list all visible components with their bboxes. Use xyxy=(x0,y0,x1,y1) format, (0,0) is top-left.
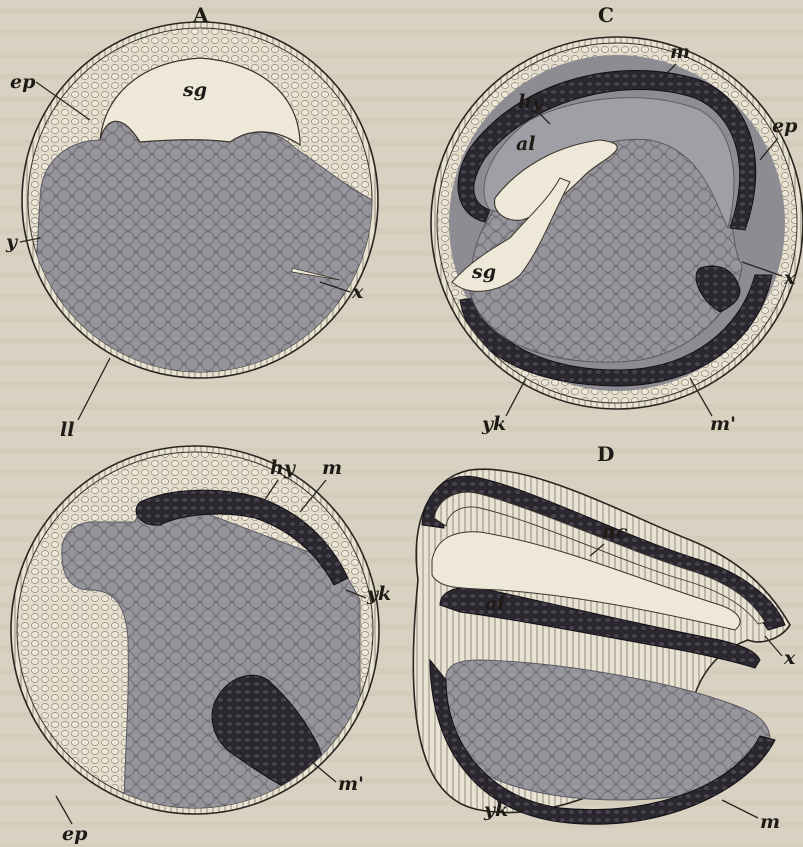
panel-c-title: C xyxy=(598,3,614,27)
panel-b-label-yk: yk xyxy=(366,583,391,605)
panel-c-label-m-prime: m' xyxy=(710,413,736,435)
panel-c-label-ep: ep xyxy=(772,115,798,137)
panel-d-label-al: al xyxy=(485,593,505,615)
panel-d-label-nc: nc xyxy=(602,521,628,543)
panel-c-label-hy: hy xyxy=(518,91,545,113)
panel-a-label-ll: ll xyxy=(60,419,74,441)
panel-d-label-yk: yk xyxy=(483,799,508,821)
panel-c-label-m: m xyxy=(670,41,690,63)
panel-a-label-ep: ep xyxy=(10,71,36,93)
panel-c-label-sg: sg xyxy=(471,261,496,283)
panel-a-label-sg: sg xyxy=(182,79,207,101)
panel-d-label-m: m xyxy=(760,811,780,833)
panel-a-label-y: y xyxy=(5,231,19,253)
panel-c-label-x: x xyxy=(783,267,796,289)
panel-b-label-m-prime: m' xyxy=(338,773,364,795)
panel-c-label-yk: yk xyxy=(481,413,506,435)
panel-d-label-x: x xyxy=(783,647,796,669)
panel-b-label-hy: hy xyxy=(270,457,297,479)
panel-a-label-x: x xyxy=(351,281,364,303)
panel-b-label-m: m xyxy=(322,457,342,479)
panel-d-title: D xyxy=(597,442,614,466)
panel-b-label-ep: ep xyxy=(62,823,88,845)
panel-c-label-al: al xyxy=(516,133,536,155)
